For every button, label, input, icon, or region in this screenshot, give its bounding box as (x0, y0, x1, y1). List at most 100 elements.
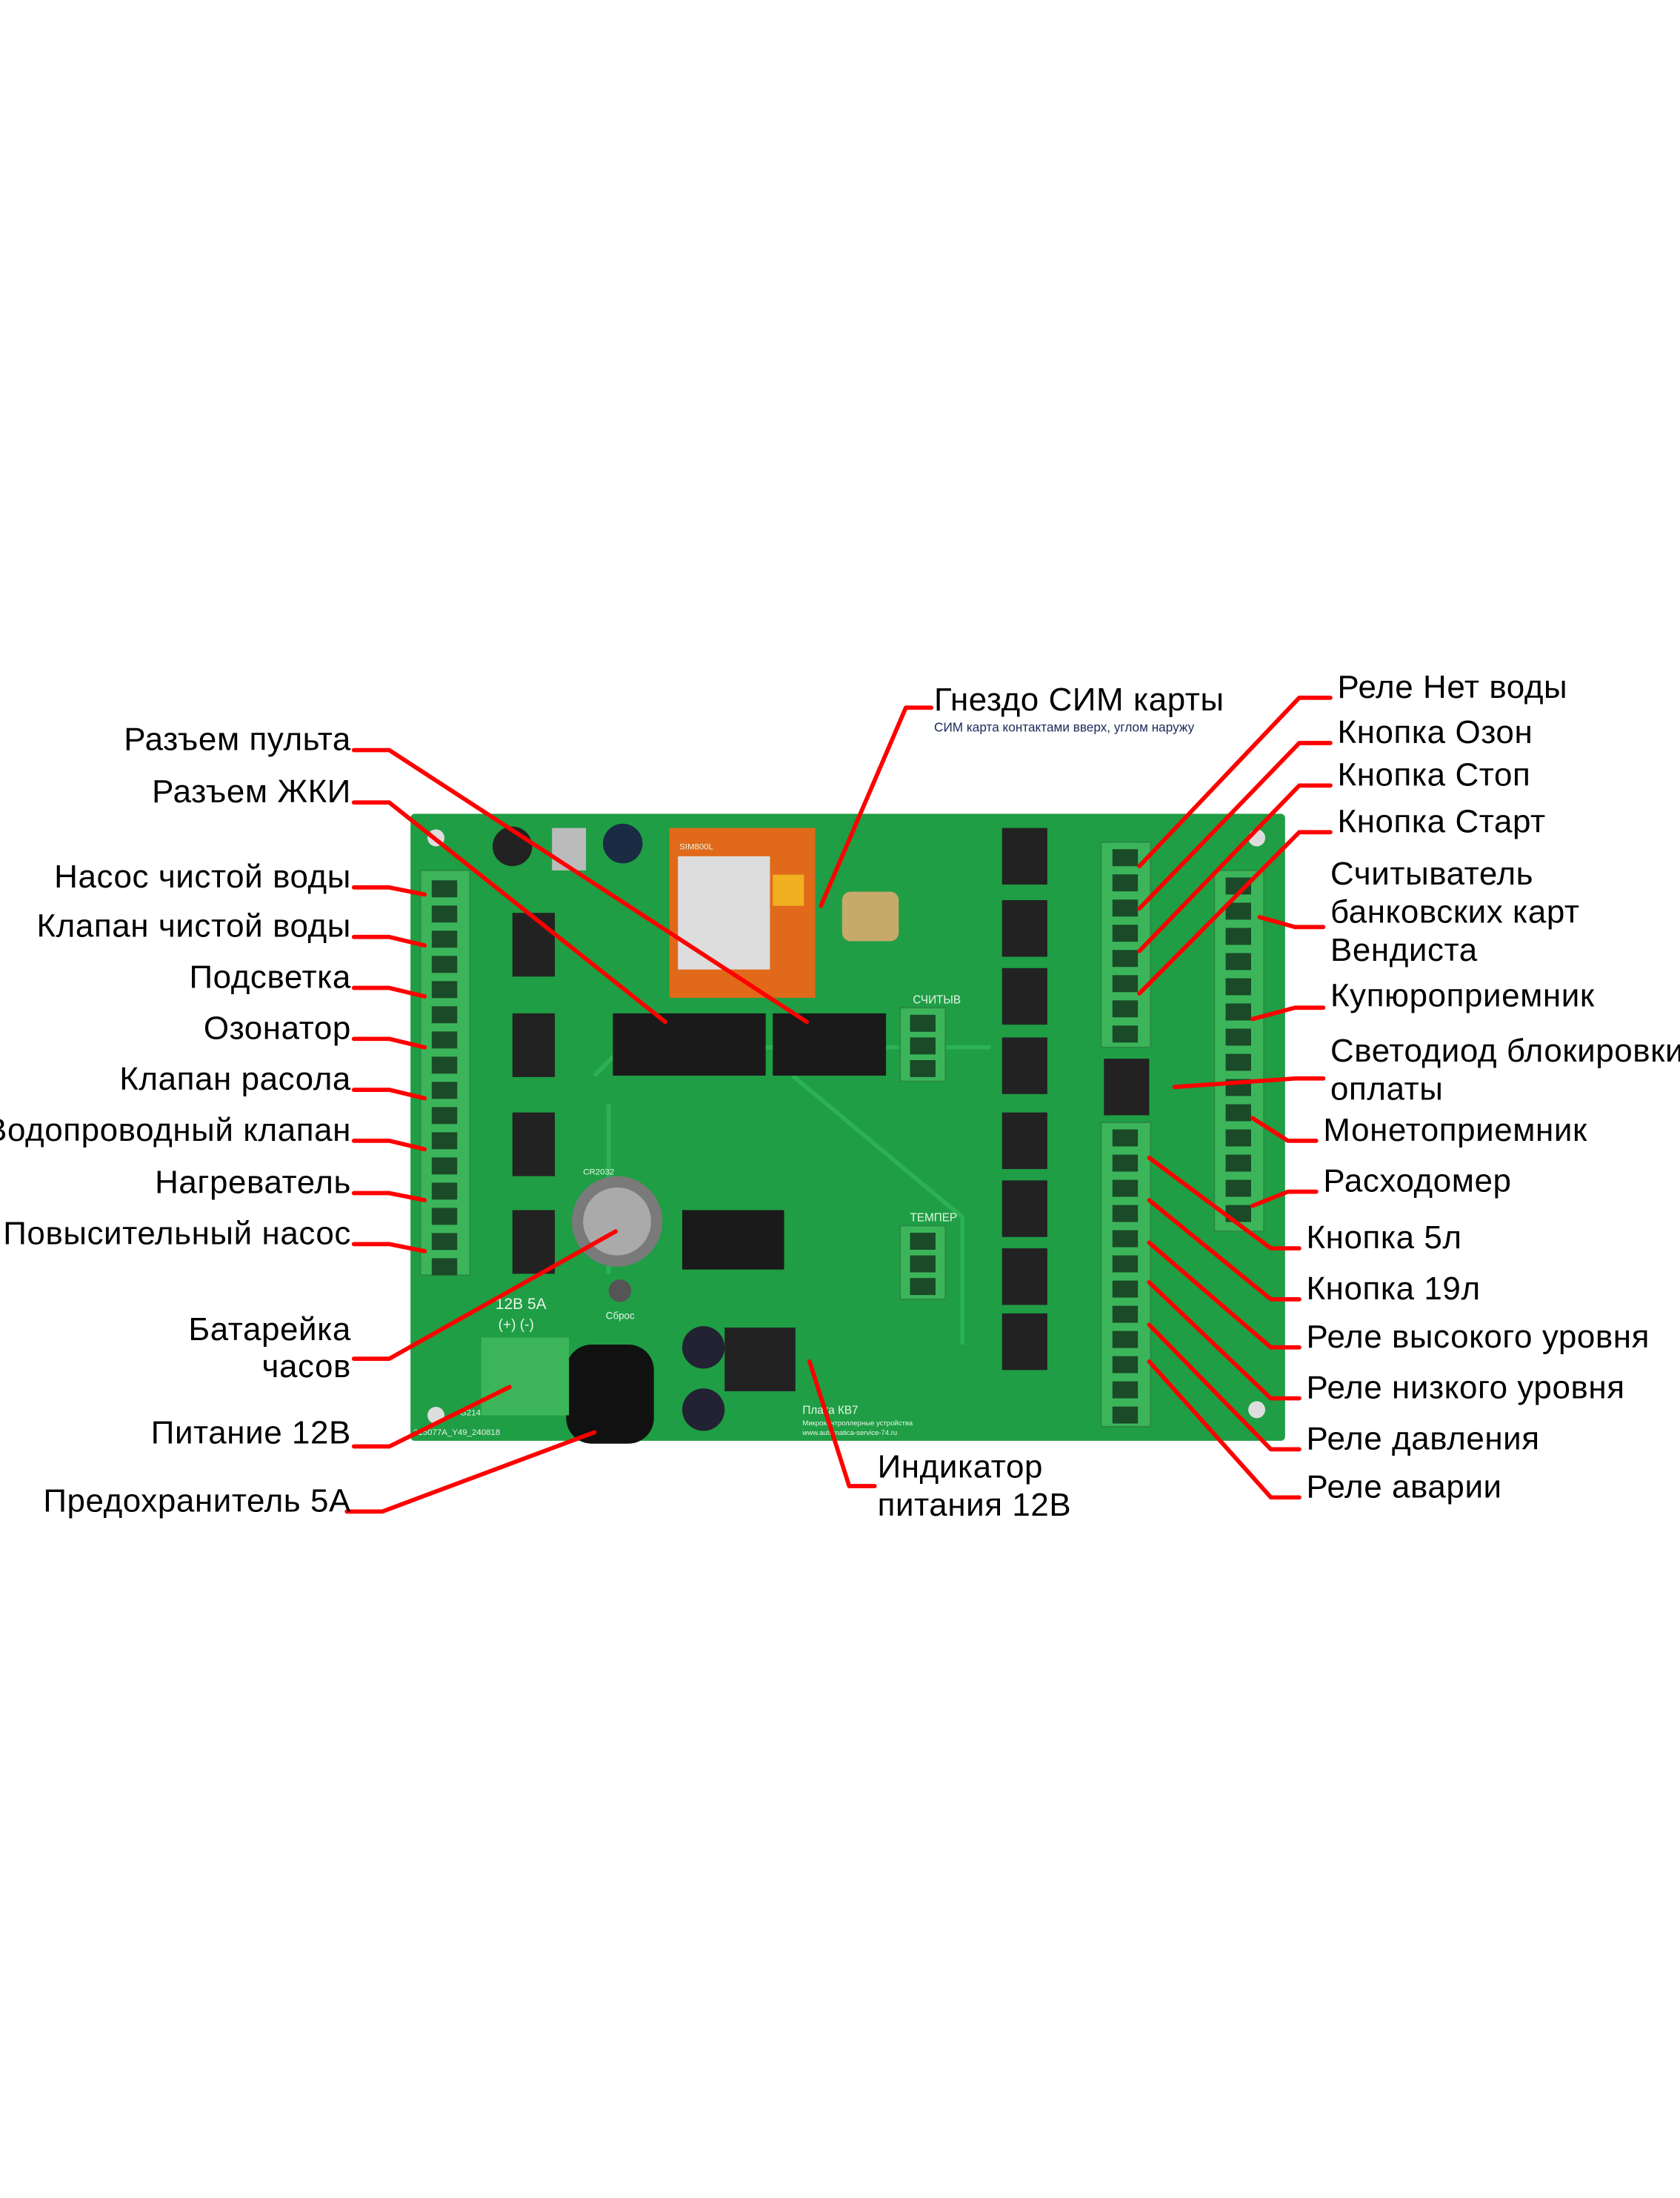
leader-line (351, 934, 427, 948)
power-polarity-label: (+) (-) (499, 1317, 534, 1333)
terminal-pin (431, 1132, 458, 1150)
terminal-pin (431, 956, 458, 973)
terminal-pin (1112, 1305, 1139, 1323)
terminal-pin (1112, 1129, 1139, 1147)
leader-line (1137, 696, 1333, 869)
leader-line (351, 985, 427, 999)
terminal-pin (1112, 1381, 1139, 1399)
board-serial: 215077A_Y49_240818 (413, 1428, 500, 1437)
terminal-pin (431, 1056, 458, 1074)
leader-line (351, 1138, 427, 1152)
terminal-pin (1112, 849, 1139, 867)
terminal-pin (1112, 925, 1139, 942)
sim-slot-label: Гнездо СИМ карты (934, 682, 1224, 718)
terminal-pin (1112, 874, 1139, 892)
terminal-pin (431, 1258, 458, 1276)
terminal-pin (910, 1014, 936, 1032)
right-callout-1-label: Кнопка Озон (1338, 714, 1533, 750)
leader-line (1147, 1359, 1301, 1500)
leader-line (1137, 741, 1333, 911)
left-callout-11-label: Питание 12В (151, 1415, 351, 1451)
temp-connector-label: ТЕМПЕР (910, 1212, 958, 1225)
gsm-module-label: SIM800L (679, 842, 713, 851)
leader-line (351, 800, 667, 1025)
right-callout-8-label: Расходомер (1323, 1163, 1511, 1199)
right-callout-10-label: Кнопка 19л (1307, 1270, 1481, 1307)
left-callout-12-label: Предохранитель 5А (43, 1482, 351, 1519)
right-callout-6-label: оплаты (1330, 1070, 1443, 1107)
left-callout-1-label: Разъем ЖКИ (152, 773, 351, 810)
board-name: Плата КВ7 (802, 1405, 858, 1417)
right-callout-5-label: Купюроприемник (1330, 977, 1595, 1013)
right-callout-0-label: Реле Нет воды (1338, 669, 1568, 705)
terminal-pin (431, 930, 458, 948)
left-callout-9-label: Повысительный насос (3, 1215, 351, 1251)
right-callout-11-label: Реле высокого уровня (1307, 1319, 1650, 1355)
terminal-pin (1225, 1154, 1251, 1172)
terminal-pin (1112, 1025, 1139, 1043)
leader-line (1147, 1240, 1301, 1350)
board-url: www.automatica-service-74.ru (801, 1429, 897, 1437)
terminal-pin (1112, 1230, 1139, 1248)
right-callout-6-label: Светодиод блокировки (1330, 1033, 1680, 1069)
right-callout-4-label: банковских карт (1330, 894, 1580, 930)
left-callout-3-label: Клапан чистой воды (36, 908, 350, 945)
terminal-pin (1225, 1104, 1251, 1122)
leader-line (1172, 1076, 1326, 1090)
battery-label: CR2032 (583, 1168, 614, 1177)
terminal-pin (910, 1233, 936, 1250)
leader-line (351, 1190, 427, 1202)
left-callout-10-label: Батарейка (188, 1311, 351, 1348)
right-callout-13-label: Реле давления (1307, 1420, 1540, 1456)
left-callout-7-label: Водопроводный клапан (0, 1112, 351, 1148)
leader-line (351, 1088, 427, 1101)
leader-line (1250, 1005, 1326, 1022)
right-callout-9-label: Кнопка 5л (1307, 1219, 1462, 1256)
terminal-pin (910, 1037, 936, 1055)
reset-button[interactable] (608, 1279, 632, 1302)
leader-line (1147, 1198, 1301, 1302)
terminal-pin (910, 1278, 936, 1296)
leader-line (1147, 1280, 1301, 1401)
terminal-pin (1225, 1053, 1251, 1071)
leader-line (351, 1385, 512, 1449)
terminal-pin (431, 1006, 458, 1024)
leader-line (1147, 1155, 1301, 1250)
power-indicator-label: питания 12В (878, 1487, 1072, 1523)
terminal-pin (431, 1157, 458, 1175)
power-indicator-label: Индикатор (878, 1449, 1043, 1485)
left-callout-6-label: Клапан расола (119, 1061, 351, 1097)
terminal-pin (1112, 1255, 1139, 1273)
terminal-pin (431, 905, 458, 923)
power-rating-label: 12В 5А (496, 1296, 547, 1313)
terminal-pin (1112, 1179, 1139, 1197)
right-callout-14-label: Реле аварии (1307, 1468, 1502, 1505)
terminal-pin (431, 1107, 458, 1125)
terminal-pin (1112, 1205, 1139, 1222)
terminal-pin (1112, 1000, 1139, 1018)
terminal-pin (1225, 953, 1251, 970)
left-callout-2-label: Насос чистой воды (54, 859, 351, 895)
terminal-pin (1225, 978, 1251, 996)
terminal-pin (1112, 1406, 1139, 1424)
leader-line (1250, 1189, 1319, 1208)
right-callout-4-label: Вендиста (1330, 932, 1478, 968)
left-callout-8-label: Нагреватель (155, 1165, 351, 1201)
reset-button-label: Сброс (606, 1311, 635, 1322)
terminal-pin (910, 1255, 936, 1273)
right-callout-4-label: Считыватель (1330, 856, 1533, 892)
terminal-pin (431, 1031, 458, 1049)
pcb-board: СЧИТЫВ ТЕМПЕР 12В 5А (+) (-) Сброс CR203… (410, 813, 1285, 1444)
leader-lines (344, 696, 1333, 1514)
right-callout-12-label: Реле низкого уровня (1307, 1370, 1625, 1406)
left-callout-10-label: часов (261, 1348, 350, 1385)
right-callout-2-label: Кнопка Стоп (1338, 756, 1531, 793)
terminal-pin (1112, 1356, 1139, 1373)
terminal-pin (431, 981, 458, 999)
leader-line (1147, 1322, 1301, 1452)
terminal-pin (1112, 1280, 1139, 1298)
board-maker: Микроконтроллерные устройства (802, 1419, 913, 1428)
leader-line (351, 885, 427, 897)
